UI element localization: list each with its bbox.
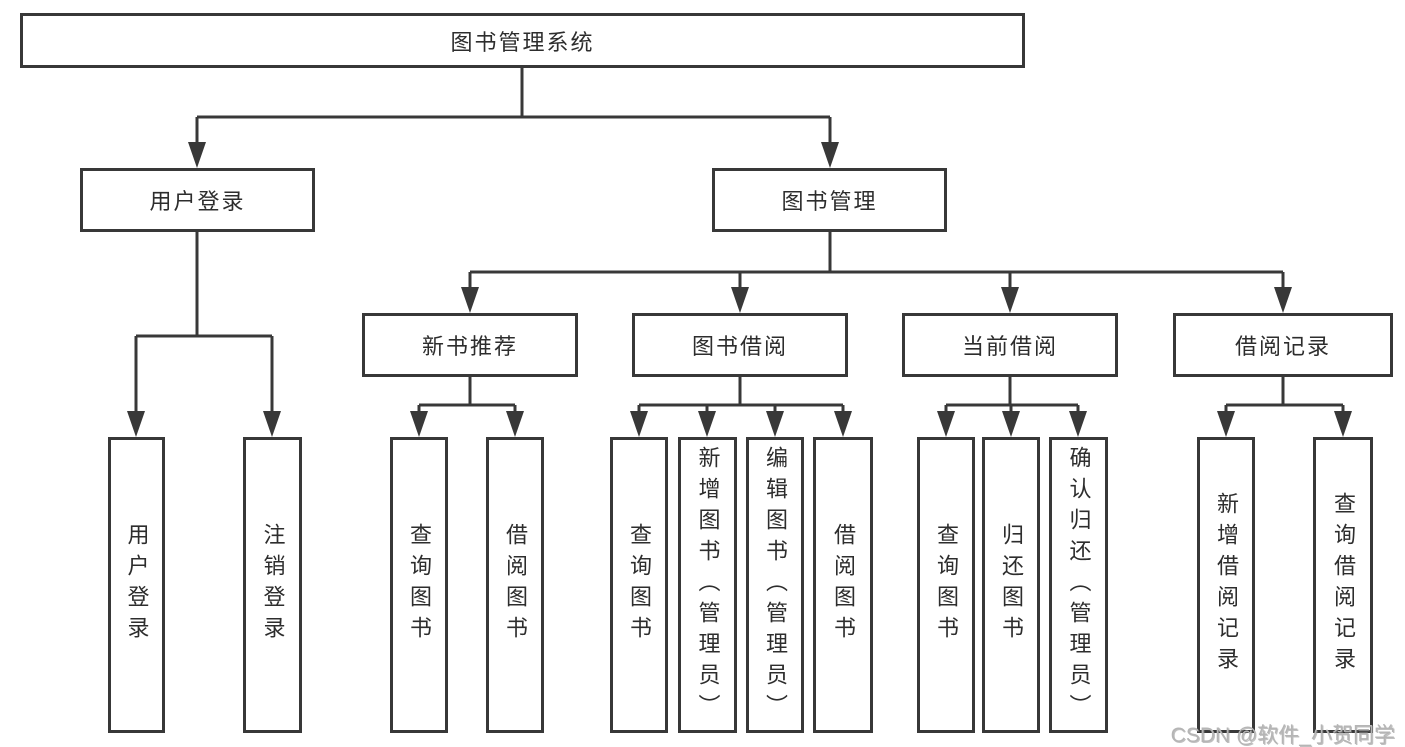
leaf-add-borrow-record-label: 新增借阅记录 [1214,492,1239,678]
arrowhead-icon [461,287,1292,313]
leaf-borrow-books-recommend-label: 借阅图书 [503,523,528,647]
leaf-query-books-current-label: 查询图书 [934,523,959,647]
node-borrowing-records-label: 借阅记录 [1234,334,1331,359]
connector-root-to-level2 [195,68,832,146]
arrowhead-icon [630,411,852,437]
node-book-management: 图书管理 [712,168,947,232]
arrowhead-icon [937,411,1087,437]
arrowhead-icon [127,411,281,437]
node-book-borrowing: 图书借阅 [632,313,848,377]
node-root: 图书管理系统 [20,13,1025,68]
leaf-add-borrow-record: 新增借阅记录 [1197,437,1255,733]
leaf-edit-book-admin-label: 编辑图书（管理员） [763,445,788,725]
leaf-query-books-recommend-label: 查询图书 [407,523,432,647]
leaf-logout: 注销登录 [243,437,302,733]
arrowhead-icon [410,411,524,437]
leaf-borrow-books-borrowing: 借阅图书 [813,437,873,733]
leaf-query-books-current: 查询图书 [917,437,975,733]
node-user-login-label: 用户登录 [149,189,246,214]
watermark: CSDN @软件_小贺同学 [1170,724,1395,747]
node-new-book-recommend-label: 新书推荐 [421,334,518,359]
leaf-add-book-admin-label: 新增图书（管理员） [695,445,721,725]
arrowhead-icon [1217,411,1352,437]
leaf-add-book-admin: 新增图书（管理员） [678,437,737,733]
connector-book-mgmt-sections [468,232,1285,289]
leaf-borrow-books-borrowing-label: 借阅图书 [831,523,856,647]
connector-records-children [1224,377,1345,413]
node-current-borrowing-label: 当前借阅 [961,334,1058,359]
leaf-query-borrow-record-label: 查询借阅记录 [1331,492,1356,678]
leaf-return-books-label: 归还图书 [999,523,1024,647]
node-book-borrowing-label: 图书借阅 [691,334,788,359]
node-current-borrowing: 当前借阅 [902,313,1118,377]
connector-borrowing-children [637,377,845,413]
leaf-user-login: 用户登录 [108,437,165,733]
arrowhead-icon [188,142,839,168]
leaf-return-books: 归还图书 [982,437,1040,733]
leaf-query-borrow-record: 查询借阅记录 [1313,437,1373,733]
connector-current-children [944,377,1080,413]
leaf-query-books-recommend: 查询图书 [390,437,448,733]
leaf-query-books-borrowing: 查询图书 [610,437,668,733]
node-root-label: 图书管理系统 [450,29,595,55]
leaf-edit-book-admin: 编辑图书（管理员） [746,437,804,733]
leaf-logout-label: 注销登录 [260,523,286,647]
leaf-query-books-borrowing-label: 查询图书 [627,523,652,647]
node-borrowing-records: 借阅记录 [1173,313,1393,377]
node-new-book-recommend: 新书推荐 [362,313,578,377]
leaf-user-login-label: 用户登录 [124,523,150,647]
node-user-login: 用户登录 [80,168,315,232]
leaf-confirm-return-admin-label: 确认归还（管理员） [1066,445,1092,725]
connector-new-book-children [417,377,517,413]
leaf-confirm-return-admin: 确认归还（管理员） [1049,437,1108,733]
leaf-borrow-books-recommend: 借阅图书 [486,437,544,733]
connector-user-login-children [134,232,274,413]
node-book-management-label: 图书管理 [781,189,878,214]
